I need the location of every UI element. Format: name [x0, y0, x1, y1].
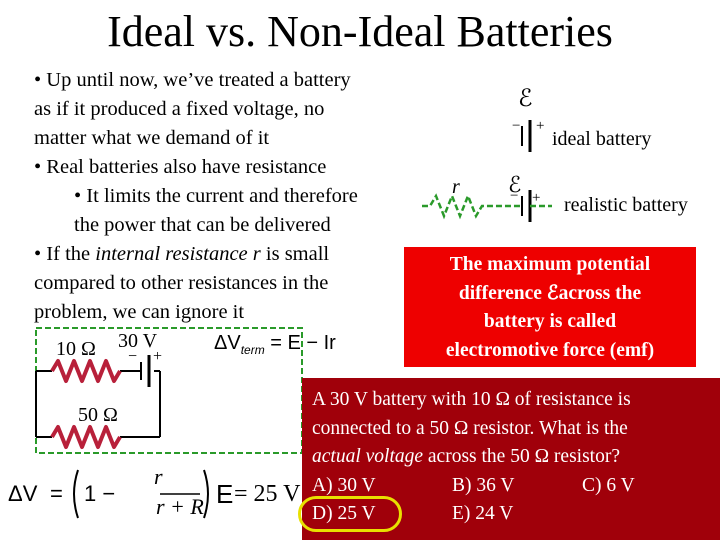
- formula-big-num: r: [154, 464, 163, 489]
- bullet-4-line-1: • If the internal resistance r is small: [34, 240, 414, 269]
- question-line-3-post: across the 50 Ω resistor?: [423, 446, 620, 467]
- battery-plus-sign: +: [153, 348, 163, 365]
- question-line-2: connected to a 50 Ω resistor. What is th…: [312, 417, 628, 439]
- slide-title: Ideal vs. Non-Ideal Batteries: [107, 7, 613, 56]
- formula-term-lhs: ΔV: [214, 332, 241, 354]
- emf-line-2-pre: difference: [458, 282, 547, 304]
- question-emph: actual voltage: [312, 446, 424, 467]
- bullet-4-line-2: compared to other resistances in the: [34, 272, 329, 294]
- emf-line-4: electromotive force (emf): [445, 339, 655, 361]
- circuit-solid-wires: [35, 370, 161, 438]
- formula-big-den: r + R: [156, 494, 204, 519]
- formula-big-eq: =: [50, 481, 63, 506]
- realistic-minus-sign: −: [510, 188, 519, 204]
- answer-row-1: A) 30 V B) 36 V C) 6 V: [312, 472, 720, 501]
- bullet-3-line-2: the power that can be delivered: [74, 214, 331, 236]
- internal-resistance-label: r: [452, 176, 460, 198]
- answer-row-2: D) 25 V E) 24 V: [312, 500, 720, 529]
- question-line-3: actual voltage across the 50 Ω resistor?: [312, 443, 720, 472]
- bullet-list: • Up until now, we’ve treated a battery …: [34, 66, 414, 327]
- answer-e[interactable]: E) 24 V: [452, 503, 514, 524]
- correct-answer-highlight: [298, 496, 402, 532]
- emf-definition-box: The maximum potential difference ℰacross…: [404, 247, 696, 367]
- ideal-plus-sign: +: [536, 118, 545, 134]
- answer-d[interactable]: D) 25 V: [312, 503, 376, 524]
- battery-30v-symbol: [140, 355, 151, 387]
- ideal-emf-symbol: ℰ: [518, 86, 533, 112]
- formula-term-rhs: = E − Ir: [264, 332, 336, 354]
- battery-minus-sign: −: [128, 348, 138, 365]
- realistic-battery-circuit: [422, 190, 552, 222]
- answer-c[interactable]: C) 6 V: [582, 474, 635, 496]
- voltage-divider-formula: ΔV = 1 − r r + R E = 25 V: [8, 464, 304, 524]
- answer-b[interactable]: B) 36 V: [452, 474, 515, 496]
- battery-30v-label: 30 V: [118, 330, 158, 352]
- emf-line-3: battery is called: [483, 311, 617, 332]
- emf-line-2-post: across the: [558, 282, 642, 304]
- bullet-4-post: is small: [260, 243, 330, 265]
- bullet-4-line-3: problem, we can ignore it: [34, 301, 245, 323]
- formula-big-e: E: [216, 479, 234, 509]
- bullet-4-emph: internal resistance r: [95, 243, 261, 265]
- realistic-plus-sign: +: [532, 190, 541, 206]
- bullet-2: • Real batteries also have resistance: [34, 156, 327, 178]
- resistor-50-ohm-zigzag: [50, 425, 122, 449]
- resistor-50-ohm-label: 50 Ω: [78, 404, 118, 426]
- ideal-battery-symbol: [521, 120, 532, 152]
- resistor-10-ohm-zigzag: [50, 359, 122, 383]
- answer-a[interactable]: A) 30 V: [312, 474, 376, 496]
- realistic-battery-label: realistic battery: [564, 194, 688, 216]
- formula-parens: [73, 469, 209, 519]
- resistor-10-ohm-label: 10 Ω: [56, 338, 96, 360]
- bullet-1-line-2: as if it produced a fixed voltage, no: [34, 98, 325, 120]
- question-box: A 30 V battery with 10 Ω of resistance i…: [302, 378, 720, 540]
- bullet-4-pre: • If the: [34, 243, 96, 265]
- ideal-battery-label: ideal battery: [552, 128, 652, 150]
- emf-line-2: difference ℰacross the: [404, 280, 696, 309]
- emf-line-2-symbol: ℰ: [546, 282, 559, 304]
- question-line-1: A 30 V battery with 10 Ω of resistance i…: [312, 389, 631, 410]
- formula-big-one: 1 −: [84, 481, 116, 506]
- realistic-emf-symbol: ℰ: [508, 172, 522, 197]
- emf-line-1: The maximum potential: [449, 254, 651, 275]
- bullet-1-line-1: • Up until now, we’ve treated a battery: [34, 69, 351, 91]
- formula-big-result: = 25 V: [234, 481, 301, 507]
- formula-term-sub: term: [240, 343, 265, 357]
- formula-big-lhs: ΔV: [8, 481, 38, 506]
- terminal-voltage-formula: ΔVterm = E − Ir: [214, 332, 336, 357]
- bullet-1-line-3: matter what we demand of it: [34, 127, 270, 149]
- bullet-3-line-1: • It limits the current and therefore: [74, 185, 358, 207]
- ideal-minus-sign: −: [512, 118, 521, 134]
